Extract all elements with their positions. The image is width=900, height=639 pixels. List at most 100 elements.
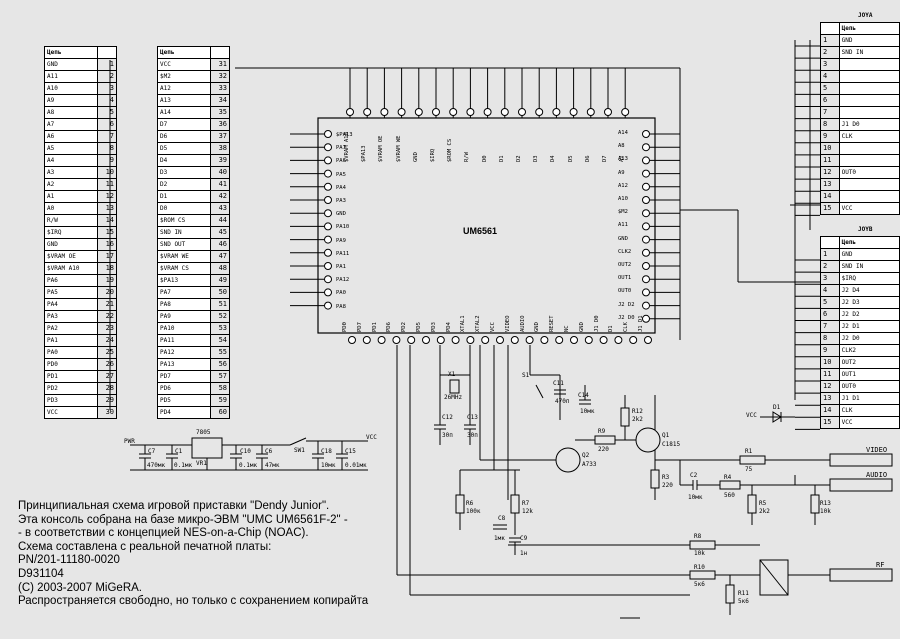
label-r9: R9 bbox=[598, 428, 606, 435]
schematic-caption: Принципиальная схема игровой приставки "… bbox=[18, 500, 368, 609]
pin-number: 40 bbox=[210, 166, 230, 179]
chip-pin-label: PA5 bbox=[336, 171, 346, 178]
label-q2: Q2 bbox=[582, 452, 590, 459]
pin-number: 48 bbox=[210, 262, 230, 275]
chip-pin-label: $ROM CS bbox=[447, 138, 454, 162]
pin-signal: $M2 bbox=[157, 70, 211, 83]
pin-number: 13 bbox=[820, 392, 840, 405]
label-c1v: 0.1мк bbox=[174, 462, 193, 469]
chip-pin-label: PA4 bbox=[336, 184, 346, 191]
pin-number: 12 bbox=[97, 190, 117, 203]
pin-signal: A6 bbox=[44, 130, 98, 143]
pin-number: 27 bbox=[97, 370, 117, 383]
pin-number: 3 bbox=[820, 272, 840, 285]
pin-signal: GND bbox=[838, 34, 900, 47]
pin-signal: D6 bbox=[157, 130, 211, 143]
label-c14v: 470п bbox=[555, 398, 570, 405]
pin-signal: OUT0 bbox=[838, 380, 900, 393]
pin-number: 45 bbox=[210, 226, 230, 239]
pin-number: 11 bbox=[820, 154, 840, 167]
pin-signal: PA13 bbox=[157, 358, 211, 371]
pin-signal: $IRQ bbox=[838, 272, 900, 285]
chip-pin-label: D3 bbox=[533, 155, 540, 162]
pin-signal: A1 bbox=[44, 190, 98, 203]
chip-pin-label: GND bbox=[534, 322, 541, 332]
chip-pin-label: PA12 bbox=[336, 277, 350, 284]
regulator-7805 bbox=[191, 437, 223, 459]
caption-line: Распространяется свободно, но только с с… bbox=[18, 595, 369, 608]
chip-pin-label: J1 D0 bbox=[593, 315, 600, 332]
pin-signal: A9 bbox=[44, 94, 98, 107]
pin-signal: SND IN bbox=[838, 260, 900, 273]
pin-number: 34 bbox=[210, 94, 230, 107]
pin-signal bbox=[838, 106, 900, 119]
label-r12: R12 bbox=[632, 408, 643, 415]
resistor-r5 bbox=[747, 494, 757, 514]
pin-number: 6 bbox=[820, 94, 840, 107]
pin-signal: A10 bbox=[44, 82, 98, 95]
chip-pin-label: VIDEO bbox=[504, 315, 511, 332]
pin-signal: A2 bbox=[44, 178, 98, 191]
chip-pin-label: $M2 bbox=[618, 209, 628, 216]
caption-line: D931104 bbox=[18, 567, 64, 580]
pin-signal: VCC bbox=[44, 406, 98, 419]
chip-pin-label: CLK2 bbox=[618, 248, 632, 255]
pin-signal: J2 D4 bbox=[838, 284, 900, 297]
diode-d1-shape bbox=[772, 411, 782, 423]
chip-pin-label: PA1 bbox=[336, 264, 346, 270]
pin-number: 19 bbox=[97, 274, 117, 287]
label-r12v: 2k2 bbox=[632, 416, 643, 423]
pin-signal: PA2 bbox=[44, 322, 98, 335]
label-c12: C12 bbox=[442, 414, 453, 421]
pin-number: 29 bbox=[97, 394, 117, 407]
pin-signal bbox=[838, 178, 900, 191]
chip-pin-label: OUT0 bbox=[618, 288, 632, 295]
chip-pin-label: AUDIO bbox=[519, 315, 526, 332]
chip-pin-label: $VRAM WE bbox=[395, 135, 402, 163]
label-c15v: 0.01мк bbox=[345, 462, 367, 469]
pin-signal: A5 bbox=[44, 142, 98, 155]
pin-number: 28 bbox=[97, 382, 117, 395]
label-r1: R1 bbox=[745, 448, 753, 455]
pin-number: 54 bbox=[210, 334, 230, 347]
resistor-r9 bbox=[594, 435, 616, 445]
pin-signal: PA1 bbox=[44, 334, 98, 347]
pin-signal: J2 D3 bbox=[838, 296, 900, 309]
pin-number: 41 bbox=[210, 178, 230, 191]
chip-pin-label: A14 bbox=[618, 130, 628, 136]
pin-signal: $PA13 bbox=[157, 274, 211, 287]
joya-header: Цепь bbox=[838, 22, 900, 35]
output-audio-label: AUDIO bbox=[866, 471, 888, 479]
chip-pin-label: A9 bbox=[618, 169, 625, 176]
pin-signal: A11 bbox=[44, 70, 98, 83]
label-d1: D1 bbox=[773, 404, 781, 411]
label-r6v: 100к bbox=[466, 508, 481, 515]
pin-number: 13 bbox=[820, 178, 840, 191]
chip-pin-label: PD0 bbox=[342, 322, 348, 332]
pin-signal: PA9 bbox=[157, 310, 211, 323]
pin-number: 33 bbox=[210, 82, 230, 95]
pin-signal: D4 bbox=[157, 154, 211, 167]
pin-number: 51 bbox=[210, 298, 230, 311]
pin-number: 7 bbox=[820, 106, 840, 119]
pin-signal: CLK2 bbox=[838, 344, 900, 357]
